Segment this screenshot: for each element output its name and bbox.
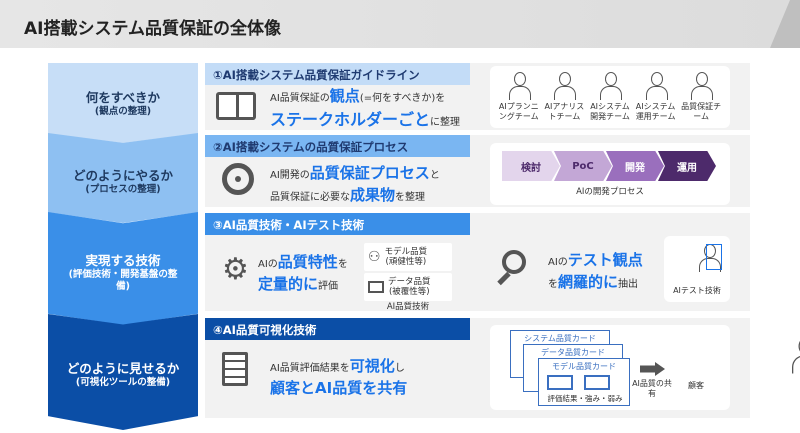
share-label: AI品質の共有 bbox=[632, 379, 672, 398]
process-step-poc: PoC bbox=[554, 151, 612, 181]
row3-header: ③AI品質技術・AIテスト技術 bbox=[205, 213, 470, 235]
person-icon bbox=[690, 70, 714, 100]
book-icon bbox=[216, 92, 256, 120]
monitor-chart-icon bbox=[368, 281, 384, 293]
stage-tech: 実現する技術(評価技術・開発基盤の整備) bbox=[48, 212, 198, 325]
row4-text: AI品質評価結果を可視化し 顧客とAI品質を共有 bbox=[270, 357, 408, 397]
row2-header: ②AI搭載システムの品質保証プロセス bbox=[205, 135, 470, 157]
stage-label: どのようにやるか bbox=[72, 168, 173, 184]
card-title: モデル品質カード bbox=[552, 362, 616, 371]
process-step-ops: 運用 bbox=[658, 151, 716, 181]
card-caption: 評価結果・強み・弱み bbox=[547, 394, 623, 403]
stage-sub: (プロセスの整理) bbox=[85, 184, 161, 196]
person-icon bbox=[508, 70, 531, 100]
process-step-kentou: 検討 bbox=[502, 151, 560, 181]
stage-label: 何をすべきか bbox=[85, 90, 161, 106]
row1-header: ①AI搭載システム品質保証ガイドライン bbox=[205, 63, 470, 85]
customer-label: 顧客 bbox=[688, 381, 704, 390]
process-box: 検討 PoC 開発 運用 AIの開発プロセス bbox=[490, 143, 730, 205]
team-label: AIアナリストチーム bbox=[544, 102, 585, 121]
steering-wheel-icon bbox=[222, 163, 254, 195]
row4-header: ④AI品質可視化技術 bbox=[205, 318, 470, 340]
document-icon bbox=[222, 352, 248, 386]
brain-icon: ⚇ bbox=[368, 249, 381, 265]
tech-caption: AI品質技術 bbox=[386, 302, 430, 312]
process-chevrons: 検討 PoC 開発 運用 bbox=[502, 151, 717, 181]
team-label: AIプランニングチーム bbox=[498, 102, 539, 121]
magnifier-icon bbox=[502, 250, 526, 274]
tech-name: モデル品質 bbox=[384, 246, 428, 257]
row2-text: AI開発の品質保証プロセスと 品質保証に必要な成果物を整理 bbox=[270, 164, 440, 204]
tech-note: (被覆性等) bbox=[388, 287, 430, 297]
stage-show: どのように見せるか(可視化ツールの整備) bbox=[48, 314, 198, 430]
process-step-dev: 開発 bbox=[606, 151, 664, 181]
team-label: AIシステム運用チーム bbox=[635, 102, 676, 121]
process-caption: AIの開発プロセス bbox=[576, 187, 644, 197]
stage-sub: (可視化ツールの整備) bbox=[75, 377, 171, 389]
row1-text: AI品質保証の観点(=何をすべきか)を ステークホルダーごとに整理 bbox=[270, 87, 461, 129]
stage-label: どのように見せるか bbox=[66, 361, 180, 377]
stage-label: 実現する技術 bbox=[85, 252, 161, 268]
stage-sub: (評価技術・開発基盤の整備) bbox=[68, 268, 178, 292]
stage-sub: (観点の整理) bbox=[94, 106, 152, 118]
page-title: AI搭載システム品質保証の全体像 bbox=[24, 19, 281, 39]
arrow-right-icon bbox=[640, 362, 665, 376]
row3-right-text: AIのテスト観点 を網羅的に抽出 bbox=[548, 251, 643, 291]
model-quality-box: ⚇ モデル品質(頑健性等) bbox=[364, 243, 452, 271]
model-quality-card: モデル品質カード 評価結果・強み・弱み bbox=[538, 358, 630, 406]
test-caption: AIテスト技術 bbox=[673, 286, 721, 295]
tech-note: (頑健性等) bbox=[385, 257, 427, 267]
team-label: 品質保証チーム bbox=[681, 102, 722, 121]
stage-how: どのようにやるか(プロセスの整理) bbox=[48, 133, 198, 223]
line-chart-icon bbox=[547, 375, 573, 390]
cards-box: システム品質カード データ品質カード モデル品質カード 評価結果・強み・弱み A… bbox=[490, 325, 800, 410]
customer-icon bbox=[791, 335, 800, 374]
stage-what: 何をすべきか(観点の整理) bbox=[48, 63, 198, 143]
data-quality-box: データ品質(被覆性等) bbox=[364, 273, 452, 301]
person-icon bbox=[645, 70, 668, 100]
test-grid-icon bbox=[706, 244, 722, 270]
teams-box: AIプランニングチーム AIアナリストチーム AIシステム開発チーム AIシステ… bbox=[490, 66, 730, 128]
test-tech-box: AIテスト技術 bbox=[664, 236, 730, 302]
tech-name: データ品質 bbox=[388, 276, 431, 287]
team-label: AIシステム開発チーム bbox=[590, 102, 630, 121]
title-bar bbox=[0, 0, 800, 48]
gears-icon: ⚙ bbox=[222, 252, 249, 287]
row3-text: AIの品質特性を 定量的に評価 bbox=[258, 253, 348, 293]
person-icon bbox=[553, 70, 577, 100]
person-icon bbox=[599, 70, 622, 100]
bar-chart-icon bbox=[584, 375, 610, 390]
